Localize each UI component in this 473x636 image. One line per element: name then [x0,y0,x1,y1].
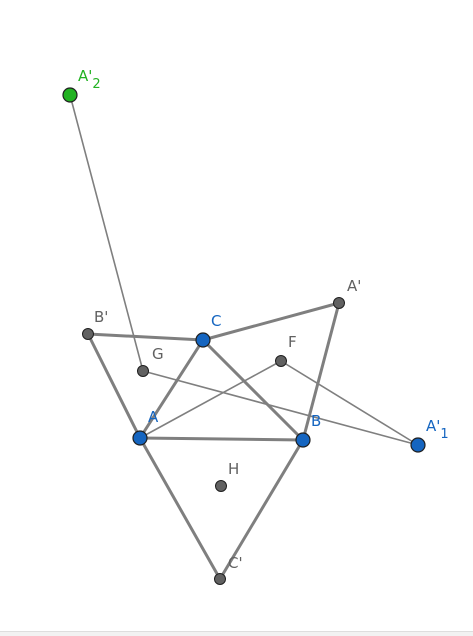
label-point-f: F [288,333,297,351]
segment-c-a[interactable] [138,338,205,440]
point-ap[interactable] [333,297,345,309]
segment-b-c[interactable] [201,338,305,442]
segment-f-ap1[interactable] [280,360,419,446]
points-layer [62,87,426,585]
segment-a-b[interactable] [138,436,305,442]
point-ap2[interactable] [62,87,78,103]
point-h[interactable] [215,480,227,492]
label-point-a: A [148,408,159,426]
label-subscript: 2 [92,77,100,92]
segment-c-ap[interactable] [201,301,341,342]
label-text: B' [94,308,108,326]
label-subscript: 1 [440,427,448,442]
segment-a-f[interactable] [139,360,282,439]
label-point-g: G [152,345,164,363]
segment-cp-b[interactable] [218,438,305,581]
segment-a-cp[interactable] [138,436,222,581]
label-text: A' [426,417,440,435]
point-g[interactable] [137,365,149,377]
segment-g-ap2[interactable] [69,94,144,372]
label-point-ap2: A'2 [78,67,101,92]
point-a[interactable] [132,430,148,446]
label-point-h: H [228,460,239,478]
label-point-cp: C' [228,554,243,572]
segment-ap-b[interactable] [301,301,341,442]
label-text: F [288,333,297,351]
segment-g-ap1[interactable] [142,370,419,446]
bottom-rule [0,631,473,636]
label-point-b: B [311,412,321,430]
label-text: C' [228,554,243,572]
label-text: A' [347,277,361,295]
segment-bp-c[interactable] [86,332,205,342]
point-f[interactable] [275,355,287,367]
label-text: C [211,312,221,330]
label-text: A [148,408,159,426]
label-point-ap: A' [347,277,361,295]
point-cp[interactable] [214,573,226,585]
label-text: H [228,460,239,478]
label-point-c: C [211,312,221,330]
label-point-ap1: A'1 [426,417,449,442]
point-c[interactable] [195,332,211,348]
point-b[interactable] [295,432,311,448]
label-text: B [311,412,321,430]
label-text: A' [78,67,92,85]
label-point-bp: B' [94,308,108,326]
segment-bp-a[interactable] [86,332,142,440]
label-text: G [152,345,164,363]
point-bp[interactable] [82,328,94,340]
segments-layer [69,94,419,581]
point-ap1[interactable] [410,437,426,453]
